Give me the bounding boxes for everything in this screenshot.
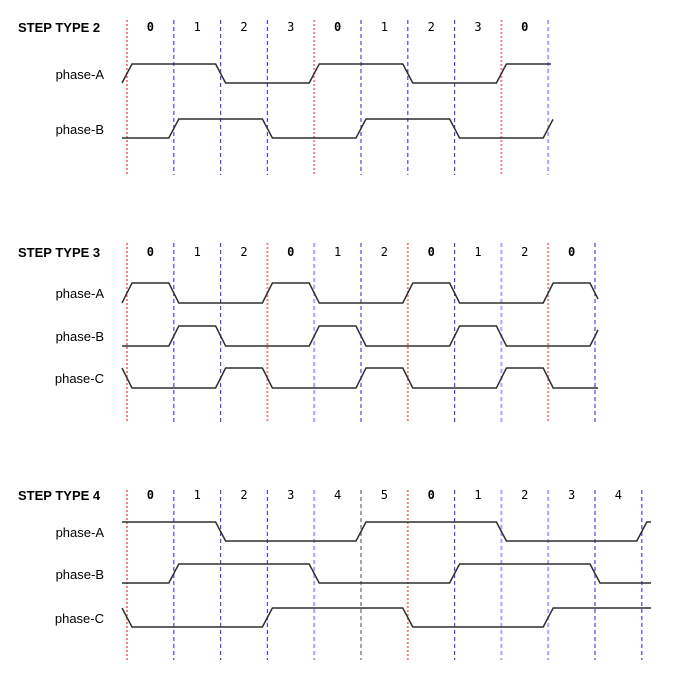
section-title-step-type-4: STEP TYPE 4 [18, 488, 101, 503]
step-number: 0 [427, 245, 435, 259]
step-number: 0 [287, 245, 295, 259]
step-number: 2 [427, 20, 435, 34]
section-title-step-type-2: STEP TYPE 2 [18, 20, 101, 35]
step-number: 0 [146, 488, 155, 502]
step-number: 2 [521, 245, 529, 259]
step-number: 0 [521, 20, 529, 34]
step-number: 0 [146, 245, 155, 259]
section-title-step-type-3: STEP TYPE 3 [18, 245, 101, 260]
step-number: 1 [474, 488, 482, 502]
step-number: 1 [333, 245, 342, 259]
step-number: 3 [474, 20, 482, 34]
step-number: 3 [287, 20, 295, 34]
step-number: 0 [427, 488, 435, 502]
phase-label-phase-B-section-3: phase-B [55, 567, 104, 582]
step-number: 2 [380, 245, 389, 259]
step-number: 3 [567, 488, 576, 502]
step-number: 1 [193, 245, 201, 259]
waveform-phase-C-section-3 [121, 607, 651, 628]
step-number: 4 [614, 488, 623, 502]
phase-label-phase-B-section-1: phase-B [55, 122, 104, 137]
waveform-phase-C-section-2 [121, 367, 598, 389]
waveform-phase-B-section-2 [122, 325, 599, 347]
step-number: 2 [240, 20, 248, 34]
waveform-phase-B-section-1 [122, 118, 554, 139]
phase-label-phase-B-section-2: phase-B [55, 329, 104, 344]
waveform-phase-A-section-3 [122, 521, 651, 542]
step-number: 0 [567, 245, 576, 259]
step-number: 1 [474, 245, 482, 259]
step-number: 1 [193, 20, 201, 34]
step-number: 3 [287, 488, 295, 502]
waveform-phase-B-section-3 [122, 563, 651, 584]
step-number: 2 [240, 245, 248, 259]
phase-label-phase-A-section-3: phase-A [55, 525, 104, 540]
step-number: 0 [333, 20, 342, 34]
phase-label-phase-C-section-3: phase-C [54, 611, 104, 626]
step-number: 4 [333, 488, 342, 502]
step-number: 1 [380, 20, 389, 34]
waveform-phase-A-section-1 [121, 63, 551, 84]
phase-label-phase-A-section-2: phase-A [55, 286, 104, 301]
step-number: 5 [380, 488, 389, 502]
step-number: 2 [521, 488, 529, 502]
phase-label-phase-A-section-1: phase-A [55, 67, 104, 82]
step-number: 1 [193, 488, 201, 502]
waveform-phase-A-section-2 [121, 282, 599, 304]
step-number: 2 [240, 488, 248, 502]
phase-label-phase-C-section-2: phase-C [54, 371, 104, 386]
step-number: 0 [146, 20, 155, 34]
